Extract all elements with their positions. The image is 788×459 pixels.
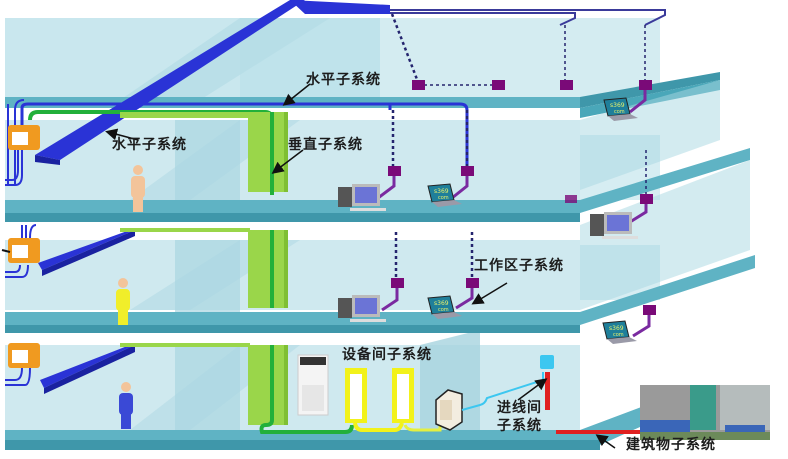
person-floor-2: [116, 278, 130, 325]
label-work-area-subsystem: 工作区子系统: [474, 258, 564, 274]
equipment-rack: [345, 368, 367, 423]
outlets: [388, 80, 656, 315]
laptop-screen-text: s369: [610, 102, 625, 109]
outlet: [565, 195, 577, 203]
person-floor-1: [131, 165, 145, 212]
laptop-screen-text: com: [614, 109, 625, 115]
desktop-computer: [590, 212, 638, 239]
outlet: [643, 305, 656, 315]
outlet: [391, 278, 404, 288]
outlet: [492, 80, 505, 90]
equipment-rack: [392, 368, 414, 423]
desktop-computer: [338, 295, 386, 322]
laptop-screen-text: s369: [434, 300, 449, 307]
floor-distributors: [1, 125, 40, 386]
label-vertical-subsystem: 垂直子系统: [288, 137, 363, 153]
floor-slab-3: [5, 255, 755, 325]
outlet: [461, 166, 474, 176]
outlet: [639, 80, 652, 90]
distributor-box-2: [1, 238, 40, 263]
vertical-riser: [120, 112, 354, 434]
outlet: [388, 166, 401, 176]
outlet: [560, 80, 573, 90]
label-building-subsystem: 建筑物子系统: [626, 437, 716, 453]
label-entrance-room-line1: 进线间: [497, 400, 542, 416]
outlet: [412, 80, 425, 90]
label-entrance-room-line2: 子系统: [497, 418, 542, 434]
equipment-room: [297, 354, 544, 432]
desktop-computer: [338, 184, 386, 211]
laptop-screen-text: s369: [434, 188, 449, 195]
server-cabinet: [435, 389, 463, 431]
person-floor-3: [119, 382, 133, 429]
label-equipment-room-subsystem: 设备间子系统: [342, 347, 432, 363]
annotation-arrows: [105, 83, 616, 449]
horizontal-cable-tray: [35, 0, 390, 394]
distributor-box-3: [8, 343, 40, 368]
building-photo: [640, 385, 770, 440]
outlet: [466, 278, 479, 288]
distributor-box-1: [8, 125, 40, 150]
laptop-screen-text: com: [438, 195, 449, 201]
floor-slab-ground: [5, 385, 700, 445]
dashed-drops: [390, 13, 647, 278]
laptop-screen-text: s369: [609, 325, 624, 332]
air-conditioner: [297, 354, 329, 416]
label-horizontal-subsystem-left: 水平子系统: [112, 137, 187, 153]
laptop-screen-text: com: [438, 307, 449, 313]
outlet: [640, 194, 653, 204]
label-horizontal-subsystem-top: 水平子系统: [306, 72, 381, 88]
laptop-screen-text: com: [613, 332, 624, 338]
